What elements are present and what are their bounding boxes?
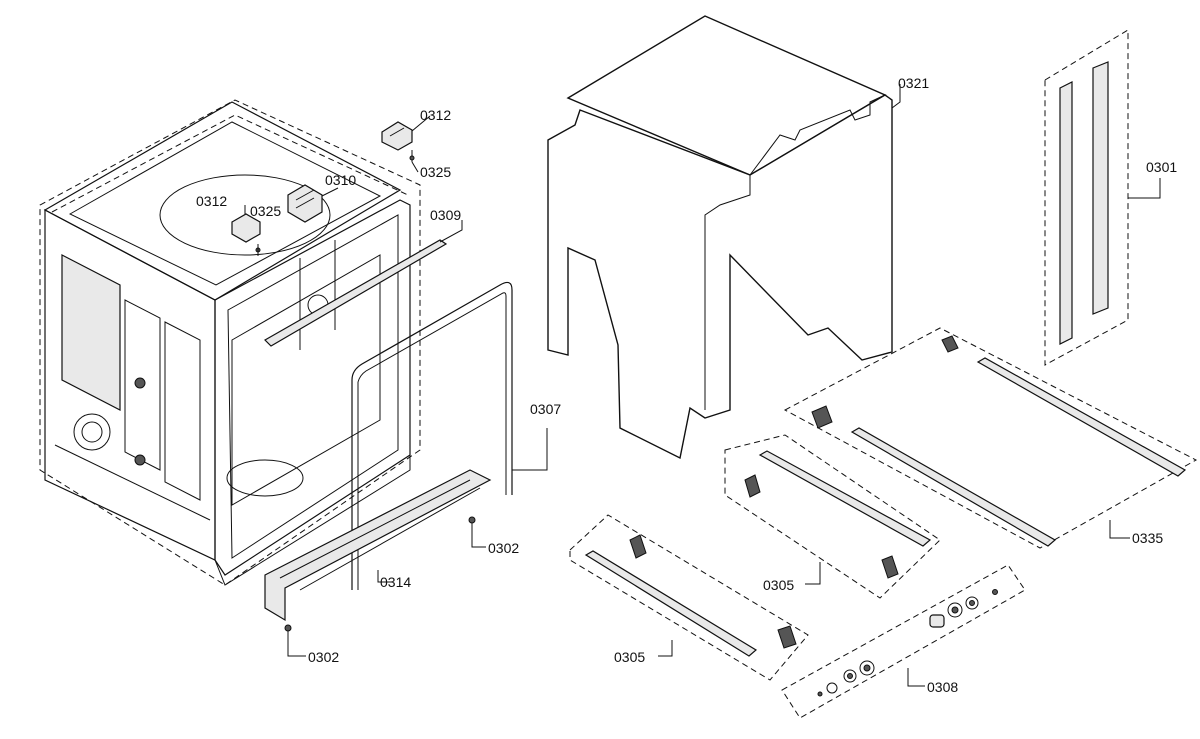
tub-assembly bbox=[39, 99, 421, 586]
insulation-blanket bbox=[547, 15, 893, 460]
callout-0310: 0310 bbox=[325, 172, 356, 188]
rail-assembly-lower bbox=[569, 514, 809, 681]
callout-0312-left: 0312 bbox=[196, 193, 227, 209]
callout-0305-middle: 0305 bbox=[763, 577, 794, 593]
callout-0312-upper: 0312 bbox=[420, 107, 451, 123]
callout-0307: 0307 bbox=[530, 401, 561, 417]
hinge-bracket-upper bbox=[381, 121, 413, 151]
rail-assembly-middle bbox=[724, 434, 941, 599]
upper-rack-rails bbox=[783, 327, 1198, 549]
hinge-bracket-center bbox=[287, 184, 323, 223]
callout-0301: 0301 bbox=[1146, 159, 1177, 175]
callout-0309: 0309 bbox=[430, 207, 461, 223]
screw-right bbox=[468, 516, 476, 533]
front-strip bbox=[264, 239, 448, 347]
screw-bottom bbox=[284, 624, 292, 641]
callout-0302-bottom: 0302 bbox=[308, 649, 339, 665]
base-trim bbox=[264, 469, 492, 622]
door-seal-gasket bbox=[351, 281, 513, 590]
callout-0321: 0321 bbox=[898, 75, 929, 91]
callout-0302-right: 0302 bbox=[488, 540, 519, 556]
hinge-bracket-left bbox=[231, 213, 261, 243]
callout-0335: 0335 bbox=[1132, 530, 1163, 546]
callout-0305-lower: 0305 bbox=[614, 649, 645, 665]
callout-0325-upper: 0325 bbox=[420, 164, 451, 180]
side-rails bbox=[1044, 29, 1129, 366]
callout-0308: 0308 bbox=[927, 679, 958, 695]
wheel-hardware-set bbox=[781, 564, 1026, 719]
callout-0325-left: 0325 bbox=[250, 203, 281, 219]
callout-0314: 0314 bbox=[380, 574, 411, 590]
